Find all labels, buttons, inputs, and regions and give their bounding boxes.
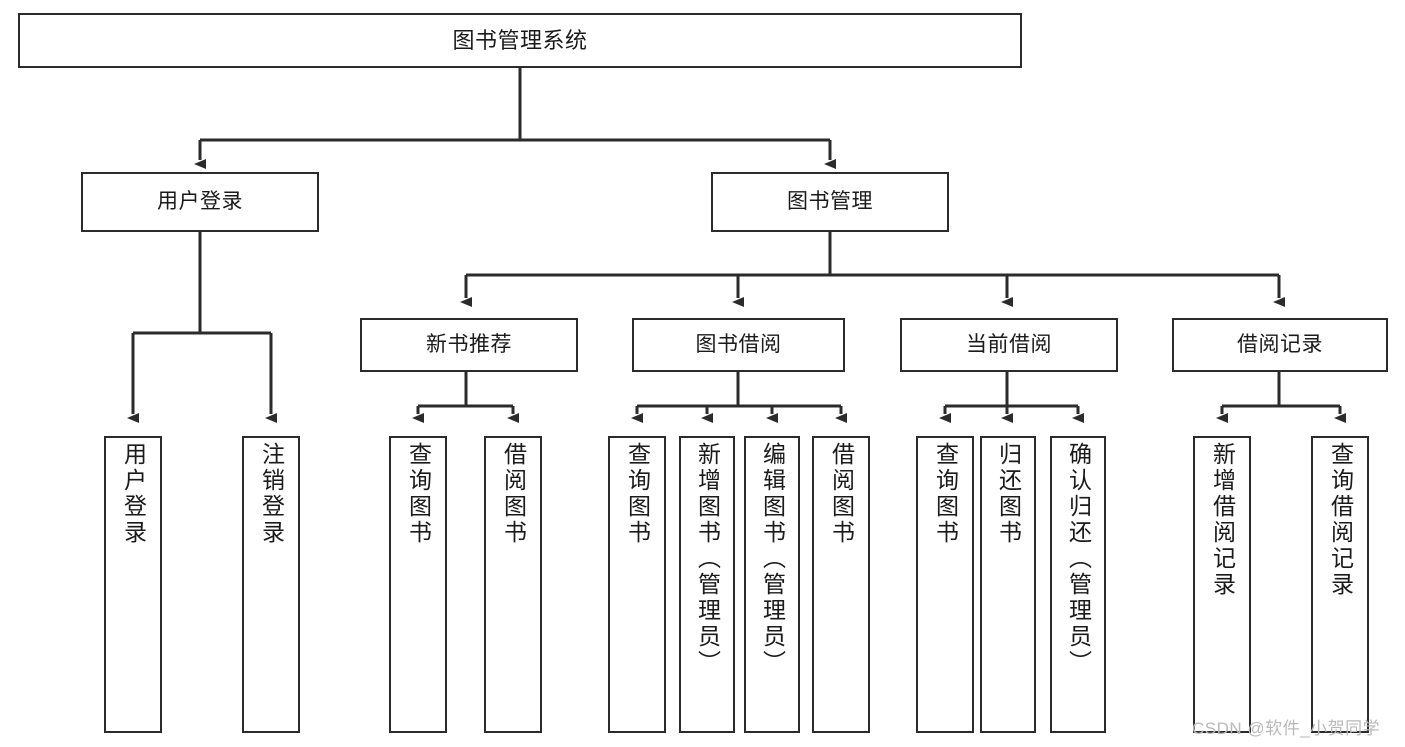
node-leaf-query-book-1-label: 查询图书 xyxy=(405,442,432,546)
node-leaf-logout-login[interactable]: 注销登录 xyxy=(242,436,300,733)
node-leaf-query-record[interactable]: 查询借阅记录 xyxy=(1311,436,1369,733)
node-user-login[interactable]: 用户登录 xyxy=(81,172,319,232)
node-user-login-label: 用户登录 xyxy=(157,189,243,213)
node-leaf-query-book-2-label: 查询图书 xyxy=(624,442,651,546)
node-leaf-user-login-label: 用户登录 xyxy=(120,442,147,546)
node-leaf-logout-login-label: 注销登录 xyxy=(258,442,285,546)
node-borrow-record-label: 借阅记录 xyxy=(1237,332,1323,356)
node-current-borrow[interactable]: 当前借阅 xyxy=(900,318,1118,372)
node-leaf-confirm-return-label: 确认归还（管理员） xyxy=(1065,442,1092,676)
node-leaf-return-book[interactable]: 归还图书 xyxy=(980,436,1036,733)
node-new-book-recommend-label: 新书推荐 xyxy=(426,332,512,356)
node-root[interactable]: 图书管理系统 xyxy=(18,13,1022,68)
node-leaf-confirm-return[interactable]: 确认归还（管理员） xyxy=(1050,436,1106,733)
node-leaf-edit-book[interactable]: 编辑图书（管理员） xyxy=(744,436,800,733)
node-leaf-query-record-label: 查询借阅记录 xyxy=(1327,442,1354,598)
node-leaf-user-login[interactable]: 用户登录 xyxy=(104,436,162,733)
node-leaf-return-book-label: 归还图书 xyxy=(995,442,1022,546)
node-leaf-borrow-book-2[interactable]: 借阅图书 xyxy=(812,436,870,733)
node-book-borrow-label: 图书借阅 xyxy=(695,332,782,356)
node-book-manage[interactable]: 图书管理 xyxy=(711,172,949,232)
node-leaf-query-book-1[interactable]: 查询图书 xyxy=(389,436,447,733)
node-book-borrow[interactable]: 图书借阅 xyxy=(632,318,845,372)
node-leaf-query-book-2[interactable]: 查询图书 xyxy=(608,436,666,733)
node-leaf-borrow-book-2-label: 借阅图书 xyxy=(828,442,855,546)
node-leaf-add-record[interactable]: 新增借阅记录 xyxy=(1193,436,1251,733)
node-leaf-borrow-book-1[interactable]: 借阅图书 xyxy=(484,436,542,733)
node-current-borrow-label: 当前借阅 xyxy=(966,332,1052,356)
node-leaf-add-record-label: 新增借阅记录 xyxy=(1209,442,1236,598)
node-leaf-query-book-3-label: 查询图书 xyxy=(932,442,959,546)
node-leaf-edit-book-label: 编辑图书（管理员） xyxy=(759,442,786,676)
node-borrow-record[interactable]: 借阅记录 xyxy=(1172,318,1388,372)
node-leaf-query-book-3[interactable]: 查询图书 xyxy=(916,436,974,733)
node-leaf-add-book-label: 新增图书（管理员） xyxy=(694,442,721,676)
node-book-manage-label: 图书管理 xyxy=(787,189,873,213)
node-root-label: 图书管理系统 xyxy=(452,27,588,53)
watermark-text: CSDN @软件_小贺同学 xyxy=(1192,719,1381,738)
node-leaf-add-book[interactable]: 新增图书（管理员） xyxy=(679,436,735,733)
node-leaf-borrow-book-1-label: 借阅图书 xyxy=(500,442,527,546)
node-new-book-recommend[interactable]: 新书推荐 xyxy=(360,318,578,372)
